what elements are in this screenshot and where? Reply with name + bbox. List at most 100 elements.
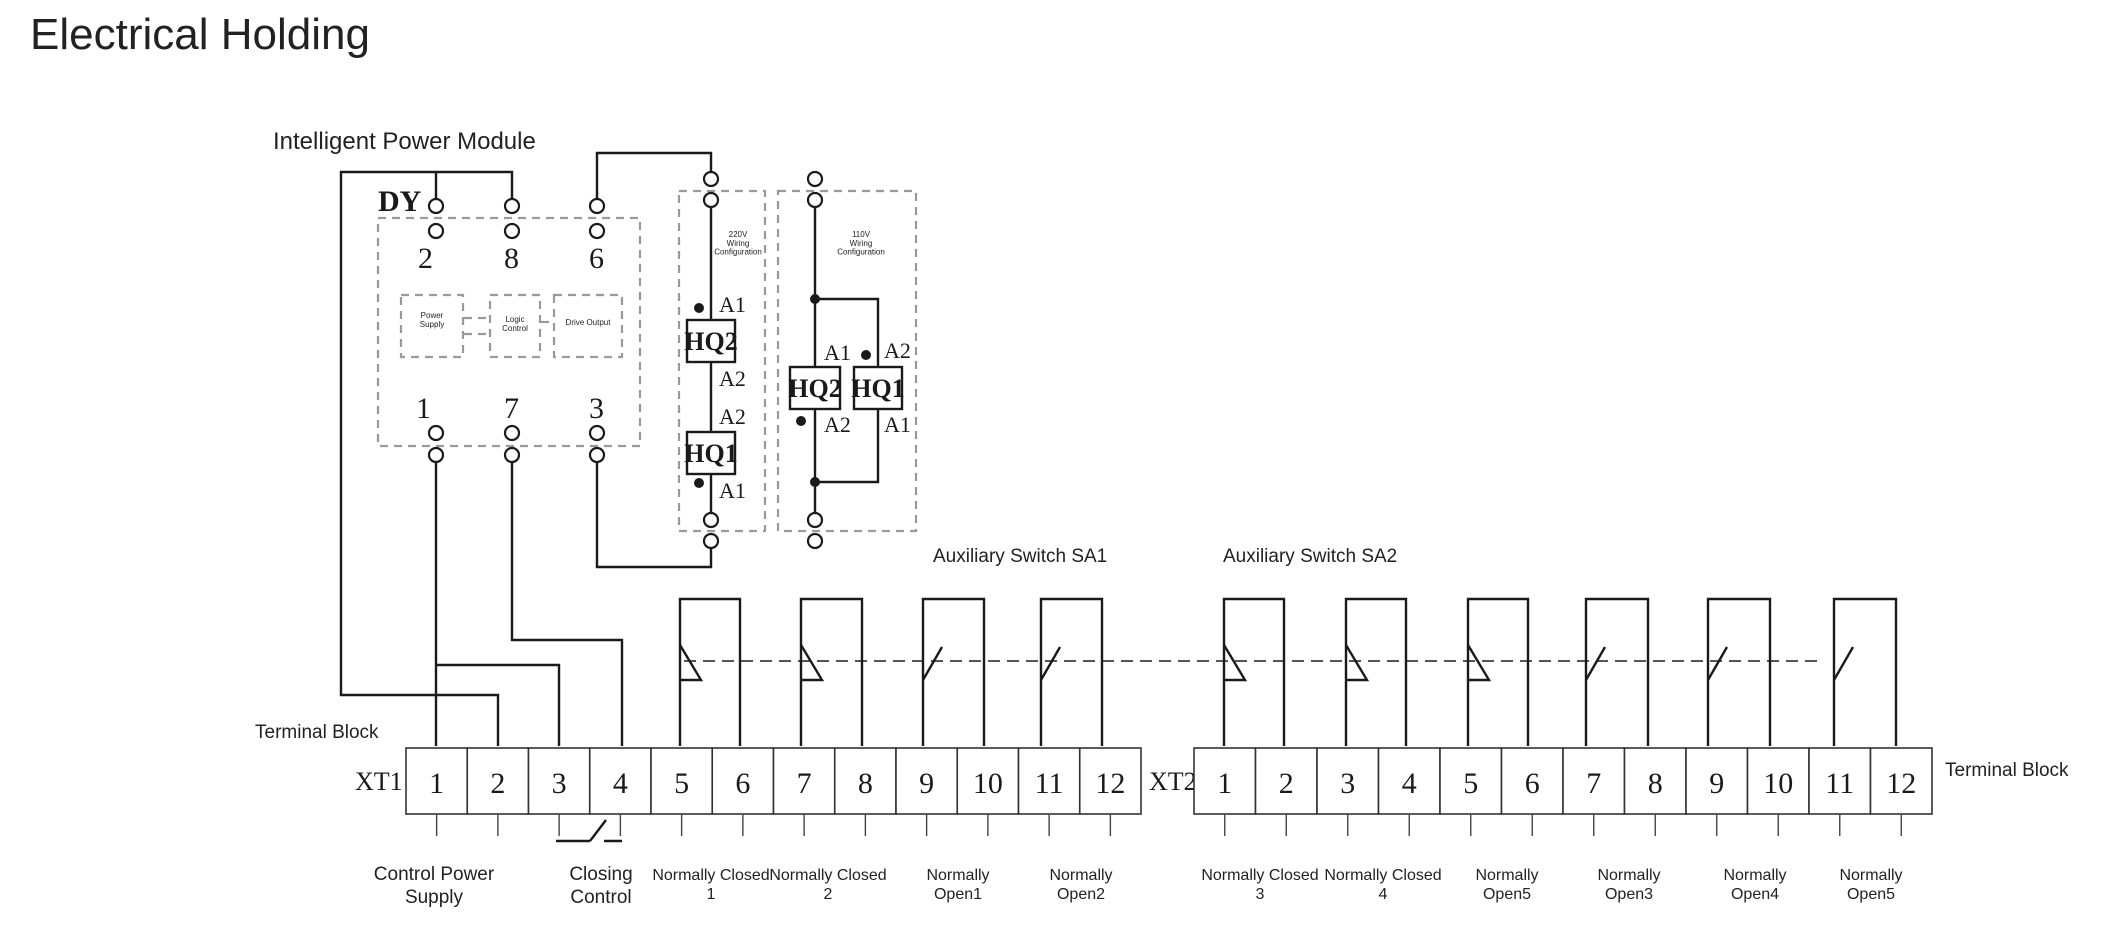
xt2-terminal-number: 10 <box>1763 767 1793 800</box>
module-label: Intelligent Power Module <box>273 128 536 155</box>
module-pin-7: 7 <box>504 392 519 425</box>
coil-hq1-220v-label: HQ1 <box>684 439 737 468</box>
coil-hq1-110v-label: HQ1 <box>851 374 904 403</box>
a2-label: A2 <box>719 366 746 391</box>
xt2-terminal-number: 4 <box>1402 767 1417 800</box>
coil-hq2-220v-label: HQ2 <box>684 327 737 356</box>
xt2-terminal-number: 3 <box>1340 767 1355 800</box>
aux-switch-sa1-label: Auxiliary Switch SA1 <box>933 546 1107 567</box>
xt2-terminal-12 <box>1869 747 1933 815</box>
config-220v-wiring <box>694 207 713 513</box>
aux-switch-contacts <box>678 597 1898 746</box>
power-module-box <box>376 216 642 448</box>
xt2-terminal-number: 6 <box>1525 767 1540 800</box>
xt1-terminal-number: 9 <box>919 767 934 800</box>
xt2-terminal-number: 11 <box>1825 767 1854 800</box>
a2-label: A2 <box>884 338 911 363</box>
coil-hq2-220v <box>685 318 737 364</box>
module-pin-3: 3 <box>589 392 604 425</box>
xt2-terminal-number: 8 <box>1648 767 1663 800</box>
module-pin-1: 1 <box>416 392 431 425</box>
xt1-terminal-6 <box>711 747 775 815</box>
xt1-terminal-4 <box>588 747 652 815</box>
block-arrows <box>464 316 553 336</box>
xt2-label: XT2 <box>1149 767 1197 796</box>
a1-label: A1 <box>719 292 746 317</box>
xt1-terminal-2 <box>466 747 530 815</box>
xt1-terminal-number: 10 <box>973 767 1003 800</box>
coil-hq2-110v-label: HQ2 <box>788 374 841 403</box>
xt2-terminal-number: 12 <box>1886 767 1916 800</box>
power-supply-block <box>399 293 465 359</box>
coil-hq1-220v <box>685 430 737 476</box>
xt2-terminal-10 <box>1746 747 1810 815</box>
module-top-terminals <box>427 197 606 240</box>
config-110v-terminals <box>806 170 824 550</box>
drive-output-label: Drive Output <box>566 318 612 327</box>
xt2-terminal-8 <box>1623 747 1687 815</box>
xt2-terminal-number: 7 <box>1586 767 1601 800</box>
a1-label: A1 <box>884 412 911 437</box>
xt1-terminal-number: 8 <box>858 767 873 800</box>
xt1-terminal-10 <box>956 747 1020 815</box>
config-110v-wiring <box>796 207 880 513</box>
xt2-terminal-7 <box>1562 747 1626 815</box>
xt1-terminal-number: 12 <box>1095 767 1125 800</box>
xt2-terminal-number: 1 <box>1217 767 1232 800</box>
a2-label: A2 <box>719 404 746 429</box>
xt1-label: XT1 <box>355 767 403 796</box>
module-pin-8: 8 <box>504 242 519 275</box>
module-bottom-terminals <box>427 424 606 464</box>
xt1-terminal-7 <box>772 747 836 815</box>
module-pin-6: 6 <box>589 242 604 275</box>
module-code: DY <box>378 185 422 218</box>
xt1-terminal-8 <box>833 747 897 815</box>
xt1-terminal-9 <box>895 747 959 815</box>
xt1-terminal-3 <box>527 747 591 815</box>
xt1-terminal-number: 7 <box>797 767 812 800</box>
xt1-terminal-number: 3 <box>552 767 567 800</box>
module-pin-2: 2 <box>418 242 433 275</box>
terminal-block-label: Terminal Block <box>1945 760 2069 781</box>
xt2-terminal-number: 5 <box>1463 767 1478 800</box>
terminal-block-label: Terminal Block <box>255 722 379 743</box>
closing-control-switch <box>556 819 622 843</box>
xt1-terminal-number: 1 <box>429 767 444 800</box>
xt1-terminal-number: 5 <box>674 767 689 800</box>
a1-label: A1 <box>824 340 851 365</box>
xt2-terminal-number: 9 <box>1709 767 1724 800</box>
xt2-terminal-number: 2 <box>1279 767 1294 800</box>
config-220v-box <box>677 189 767 533</box>
a2-label: A2 <box>824 412 851 437</box>
coil-hq1-110v <box>852 365 904 411</box>
xt1-terminal-number: 6 <box>735 767 750 800</box>
config-110v-box <box>776 189 918 533</box>
page-title: Electrical Holding <box>30 10 370 59</box>
a1-label: A1 <box>719 478 746 503</box>
xt1-terminal-number: 4 <box>613 767 628 800</box>
drive-output-block <box>552 293 624 359</box>
xt1-terminal-number: 11 <box>1035 767 1064 800</box>
aux-switch-sa2-label: Auxiliary Switch SA2 <box>1223 546 1397 567</box>
xt1-terminal-number: 2 <box>490 767 505 800</box>
